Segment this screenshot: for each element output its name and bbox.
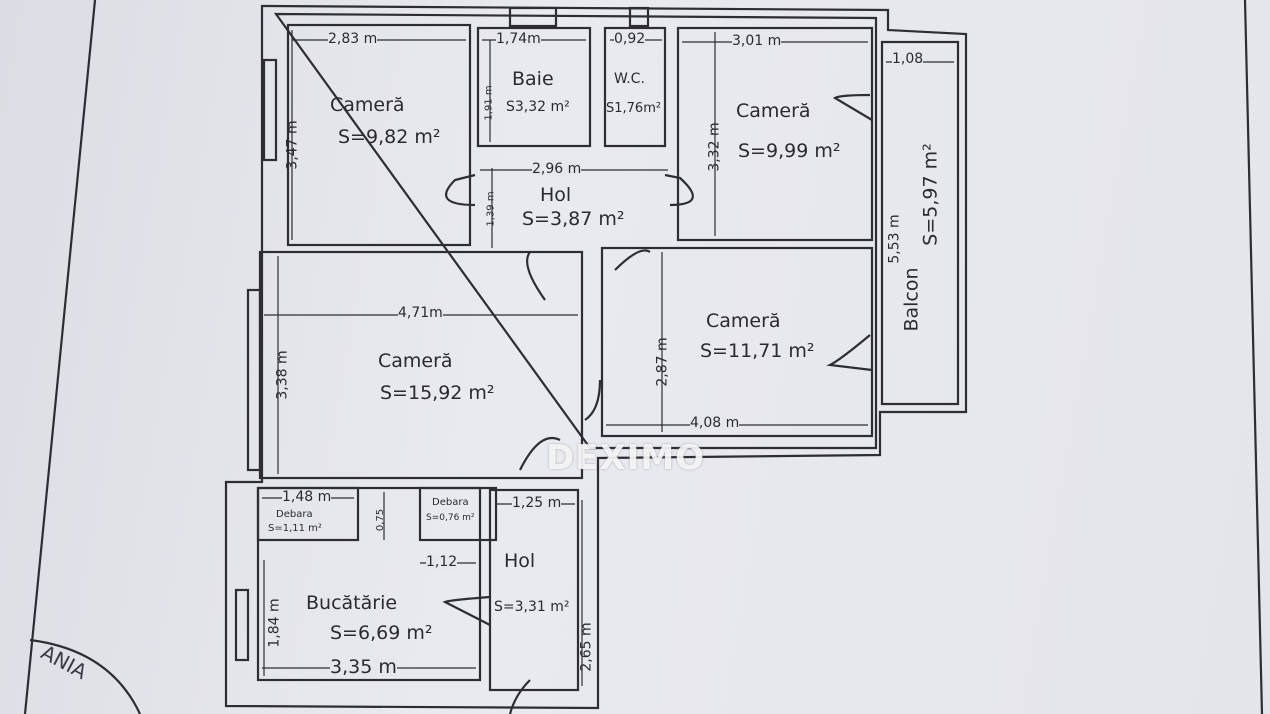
dimension-height: 1,91 m	[483, 85, 495, 121]
door-swing	[445, 173, 476, 207]
dimension-height: 3,47 m	[284, 120, 301, 170]
paper-border-right	[1243, 0, 1264, 714]
room-name: Debara	[432, 497, 469, 508]
dimension-height: 3,32 m	[706, 122, 723, 172]
room-name: Debara	[276, 509, 313, 520]
room-area: S=0,76 m²	[426, 513, 475, 523]
room-hol2	[488, 488, 580, 692]
dimension-height: 1,84 m	[266, 598, 283, 648]
room-name: Cameră	[736, 100, 811, 122]
room-area: S=3,87 m²	[522, 208, 625, 230]
window	[508, 6, 558, 28]
room-area: S=15,92 m²	[380, 382, 495, 404]
dimension-inner: 1,12	[426, 554, 458, 570]
room-name: Cameră	[378, 350, 453, 372]
room-area: S=6,69 m²	[330, 622, 433, 644]
room-bucatarie	[256, 486, 482, 682]
dimension-width: 3,01 m	[732, 33, 782, 49]
dimension-width: 3,35 m	[330, 656, 397, 678]
room-name: Baie	[512, 68, 554, 90]
door-swing	[442, 595, 491, 626]
dimension-width: 0,92	[614, 31, 646, 47]
dimension-width: 4,71m	[398, 305, 443, 321]
room-baie	[476, 26, 592, 148]
dimension-width: 1,74m	[496, 31, 541, 47]
upper-outer-inner	[273, 12, 878, 450]
room-area: S=11,71 m²	[700, 340, 815, 362]
dimension-height: 3,38 m	[274, 350, 291, 400]
watermark-logo: DEXIMO	[546, 438, 706, 478]
dimension-width: 1,48 m	[282, 489, 332, 505]
room-name: Cameră	[706, 310, 781, 332]
room-area: S=3,31 m²	[494, 599, 570, 615]
dimension-width: 1,08	[892, 51, 924, 67]
dimension-width: 2,96 m	[532, 161, 582, 177]
dimension-height: 2,87 m	[654, 337, 671, 387]
door-swing	[614, 249, 651, 271]
door-swing	[526, 251, 546, 301]
dimension-width: 1,25 m	[512, 495, 562, 511]
door-swing	[832, 93, 873, 121]
window	[262, 58, 278, 162]
room-area: S=9,82 m²	[338, 126, 441, 148]
room-area: S3,32 m²	[506, 99, 570, 115]
room-area: S=9,99 m²	[738, 140, 841, 162]
room-name: Balcon	[900, 267, 923, 332]
room-camera1	[286, 23, 472, 247]
door-swing	[826, 334, 873, 372]
room-camera2	[676, 26, 874, 242]
outer-wall	[224, 4, 968, 710]
room-name: Hol	[504, 550, 536, 572]
door-swing	[508, 679, 531, 714]
dimension-height: 1,39 m	[485, 191, 497, 227]
window	[234, 588, 250, 662]
window	[628, 6, 650, 28]
room-name: Cameră	[330, 94, 405, 116]
room-camera4	[600, 246, 874, 438]
room-area: S=5,97 m²	[919, 143, 942, 246]
room-area: S1,76m²	[606, 101, 662, 116]
dimension-height: 5,53 m	[886, 214, 903, 264]
dimension-height: 2,65 m	[578, 622, 595, 672]
room-name: W.C.	[614, 71, 645, 87]
room-balcon	[880, 40, 960, 406]
room-area: S=1,11 m²	[268, 523, 322, 534]
door-swing	[519, 437, 561, 471]
dimension-width: 4,08 m	[690, 415, 740, 431]
room-name: Hol	[540, 184, 572, 206]
stamp-arc	[29, 638, 141, 714]
room-wc	[603, 26, 667, 148]
paper-border-left	[23, 0, 97, 714]
door-swing	[664, 173, 694, 207]
room-name: Bucătărie	[306, 592, 398, 614]
dimension-height: 0,75	[375, 508, 387, 532]
window	[246, 288, 262, 472]
door-swing	[584, 379, 602, 421]
dimension-width: 2,83 m	[328, 31, 378, 47]
